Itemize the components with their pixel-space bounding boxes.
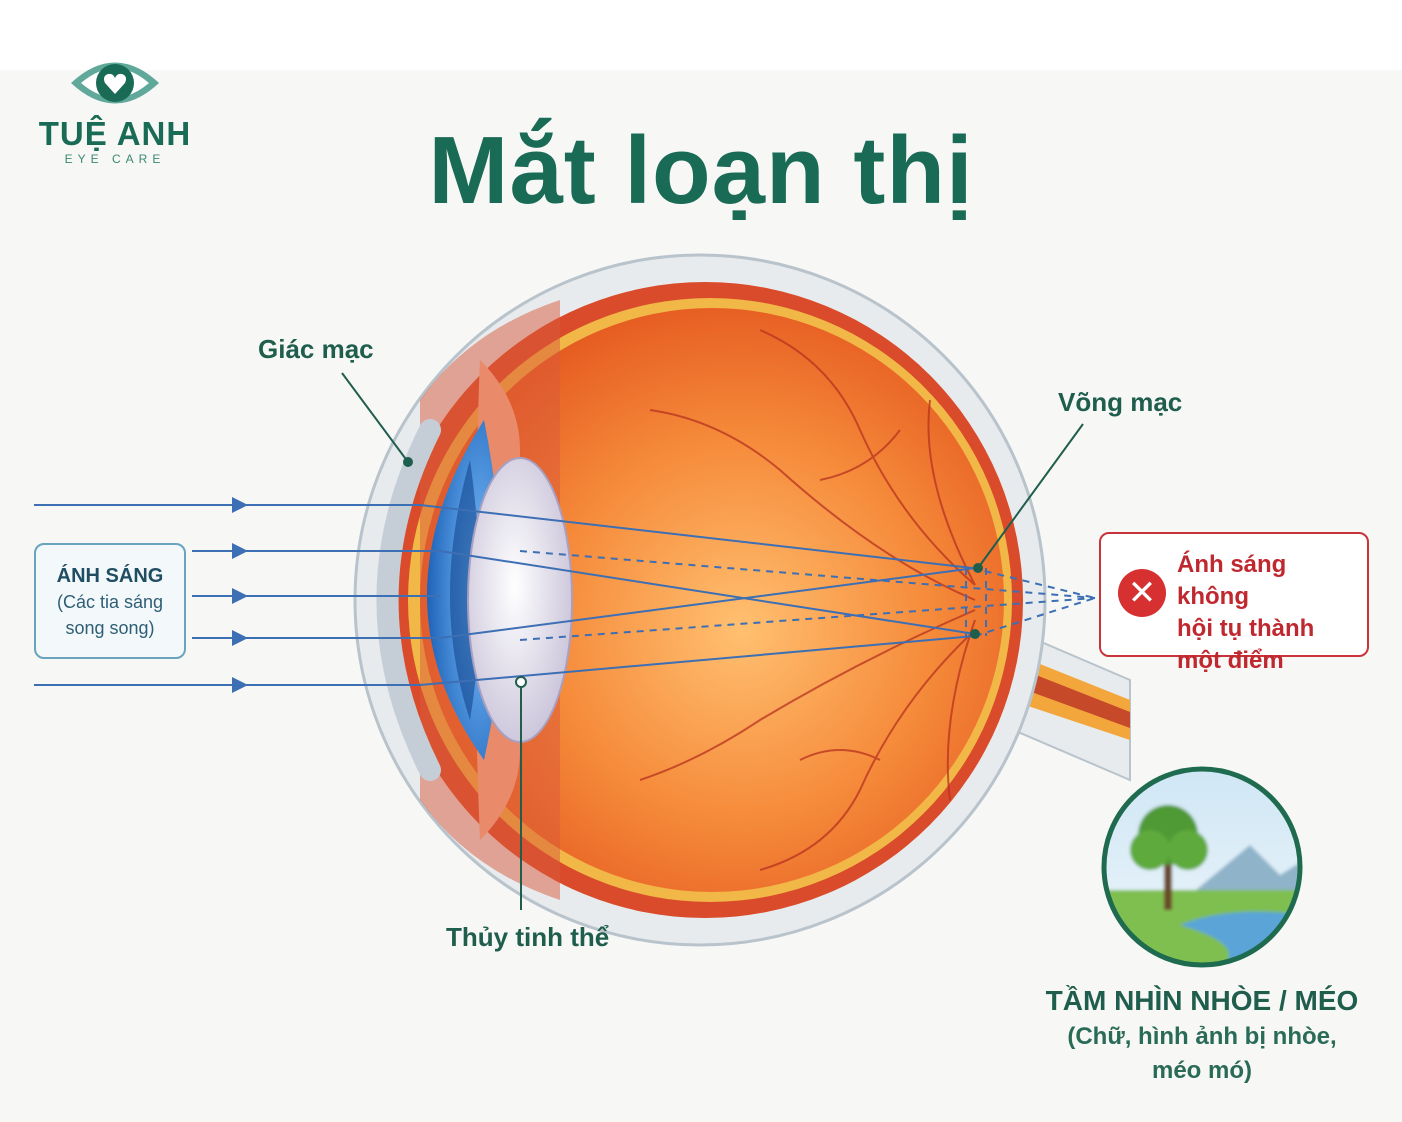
blood-vessels (639, 329, 976, 871)
blurry-landscape-icon (1101, 766, 1303, 968)
cornea-shell (376, 419, 441, 781)
extended-rays (519, 550, 1096, 641)
brand-logo: TUỆ ANH EYE CARE (30, 50, 200, 180)
page-title: Mắt loạn thị (428, 117, 974, 224)
lens-label: Thủy tinh thể (446, 922, 610, 952)
light-line-1: (Các tia sáng (56, 592, 164, 612)
vitreous-body (420, 308, 1004, 892)
vision-line-2: méo mó) (1151, 1057, 1252, 1084)
brand-name: TUỆ ANH (38, 115, 192, 152)
label-leaders (341, 372, 1084, 910)
vision-line-1: (Chữ, hình ảnh bị nhòe, (1067, 1023, 1337, 1050)
focus-warning-box: ✕ Ánh sáng không hội tụ thành một điểm (1099, 532, 1369, 674)
vision-title: TẦM NHÌN NHÒE / MÉO (1045, 985, 1359, 1016)
warning-line-3: một điểm (1177, 647, 1284, 674)
retina-label: Võng mạc (1058, 387, 1183, 417)
ray-arrows (232, 497, 248, 693)
light-title: ÁNH SÁNG (56, 565, 164, 587)
brand-tagline: EYE CARE (64, 152, 166, 166)
light-line-2: song song) (65, 618, 155, 638)
light-source-box: ÁNH SÁNG (Các tia sáng song song) (34, 543, 186, 659)
eye-heart-icon (71, 62, 159, 104)
header-band (0, 0, 1402, 70)
cornea-label: Giác mạc (258, 334, 374, 364)
vision-description: (Chữ, hình ảnh bị nhòe, méo mó) (1030, 1020, 1374, 1088)
close-icon: ✕ (1118, 569, 1166, 617)
warning-line-1: Ánh sáng không (1177, 551, 1287, 610)
warning-line-2: hội tụ thành (1177, 615, 1315, 642)
warning-text: Ánh sáng không hội tụ thành một điểm (1177, 549, 1363, 677)
